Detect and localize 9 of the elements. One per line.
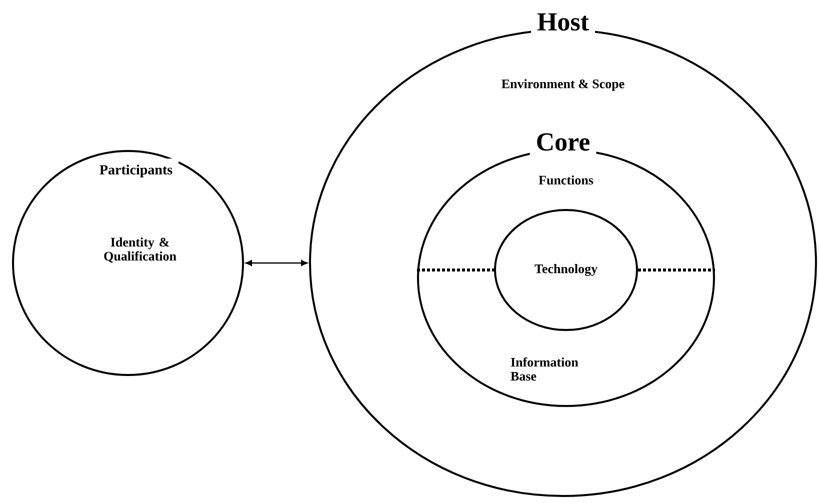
label: Technology [534, 264, 598, 276]
heading: Host [531, 7, 595, 37]
heading: Core [530, 127, 596, 157]
label: Information Base [510, 357, 578, 381]
label: Functions [538, 175, 594, 185]
arrow [246, 260, 308, 266]
label: Environment & Scope [502, 79, 624, 91]
label: Identity & Qualification [104, 237, 176, 263]
heading: Participants [93, 158, 179, 184]
